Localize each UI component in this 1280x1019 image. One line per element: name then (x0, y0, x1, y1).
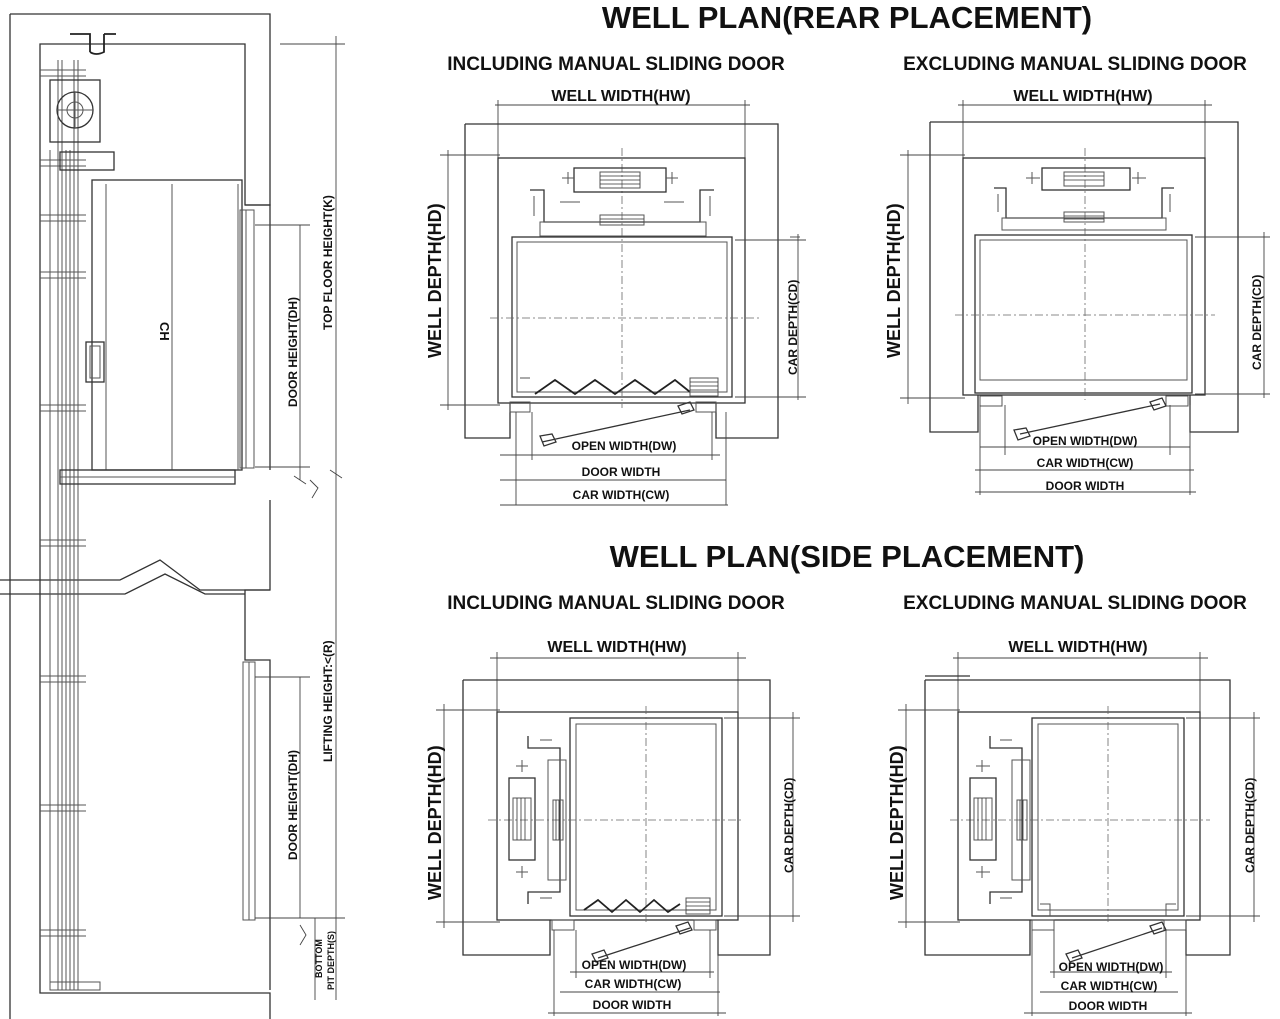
side-excluding-open-width: OPEN WIDTH(DW) (1059, 960, 1164, 974)
rear-excluding-well-depth: WELL DEPTH(HD) (884, 203, 904, 358)
bottom-pit-label-line1: BOTTOM (314, 939, 324, 978)
side-including-car-depth: CAR DEPTH(CD) (782, 778, 796, 873)
rear-including-open-width: OPEN WIDTH(DW) (572, 439, 677, 453)
side-including-well-width: WELL WIDTH(HW) (547, 639, 686, 656)
rear-excluding-door-width: DOOR WIDTH (1046, 479, 1125, 493)
rear-excluding-plan: EXCLUDING MANUAL SLIDING DOOR WELL WIDTH… (884, 54, 1270, 495)
rear-including-car-width: CAR WIDTH(CW) (573, 488, 670, 502)
side-excluding-car-depth: CAR DEPTH(CD) (1243, 778, 1257, 873)
side-including-well-depth: WELL DEPTH(HD) (425, 745, 445, 900)
top-floor-height-label: TOP FLOOR HEIGHT(K) (321, 195, 335, 330)
rear-excluding-well-width: WELL WIDTH(HW) (1013, 88, 1152, 105)
lifting-height-label: LIFTING HEIGHT:<(R) (321, 640, 335, 762)
rear-including-car-depth: CAR DEPTH(CD) (786, 280, 800, 375)
rear-excluding-subtitle: EXCLUDING MANUAL SLIDING DOOR (903, 54, 1247, 75)
rear-including-well-depth: WELL DEPTH(HD) (425, 203, 445, 358)
door-height-bottom-label: DOOR HEIGHT(DH) (286, 750, 300, 860)
side-including-subtitle: INCLUDING MANUAL SLIDING DOOR (447, 593, 785, 614)
car-height-label: CH (157, 322, 172, 341)
elevation-view: TOP FLOOR HEIGHT(K) DOOR HEIGHT(DH) CH L… (0, 13, 345, 1019)
rear-excluding-car-depth: CAR DEPTH(CD) (1250, 275, 1264, 370)
door-height-top-label: DOOR HEIGHT(DH) (286, 297, 300, 407)
rear-placement-title: WELL PLAN(REAR PLACEMENT) (602, 0, 1092, 35)
rear-excluding-car-width: CAR WIDTH(CW) (1037, 456, 1134, 470)
rear-including-plan: INCLUDING MANUAL SLIDING DOOR WELL WIDTH… (425, 54, 806, 506)
side-placement-title: WELL PLAN(SIDE PLACEMENT) (610, 539, 1085, 574)
side-excluding-door-width: DOOR WIDTH (1069, 999, 1148, 1013)
side-excluding-plan: EXCLUDING MANUAL SLIDING DOOR WELL WIDTH… (887, 593, 1260, 1016)
rear-including-door-width: DOOR WIDTH (582, 465, 661, 479)
bottom-pit-label-line2: PIT DEPTH(S) (326, 931, 336, 990)
rear-including-well-width: WELL WIDTH(HW) (551, 88, 690, 105)
side-excluding-subtitle: EXCLUDING MANUAL SLIDING DOOR (903, 593, 1247, 614)
side-including-door-width: DOOR WIDTH (593, 998, 672, 1012)
rear-excluding-open-width: OPEN WIDTH(DW) (1033, 434, 1138, 448)
side-excluding-well-width: WELL WIDTH(HW) (1008, 639, 1147, 656)
rear-including-subtitle: INCLUDING MANUAL SLIDING DOOR (447, 54, 785, 75)
side-excluding-well-depth: WELL DEPTH(HD) (887, 745, 907, 900)
side-including-car-width: CAR WIDTH(CW) (585, 977, 682, 991)
side-including-plan: INCLUDING MANUAL SLIDING DOOR WELL WIDTH… (425, 593, 800, 1016)
side-excluding-car-width: CAR WIDTH(CW) (1061, 979, 1158, 993)
side-including-open-width: OPEN WIDTH(DW) (582, 958, 687, 972)
